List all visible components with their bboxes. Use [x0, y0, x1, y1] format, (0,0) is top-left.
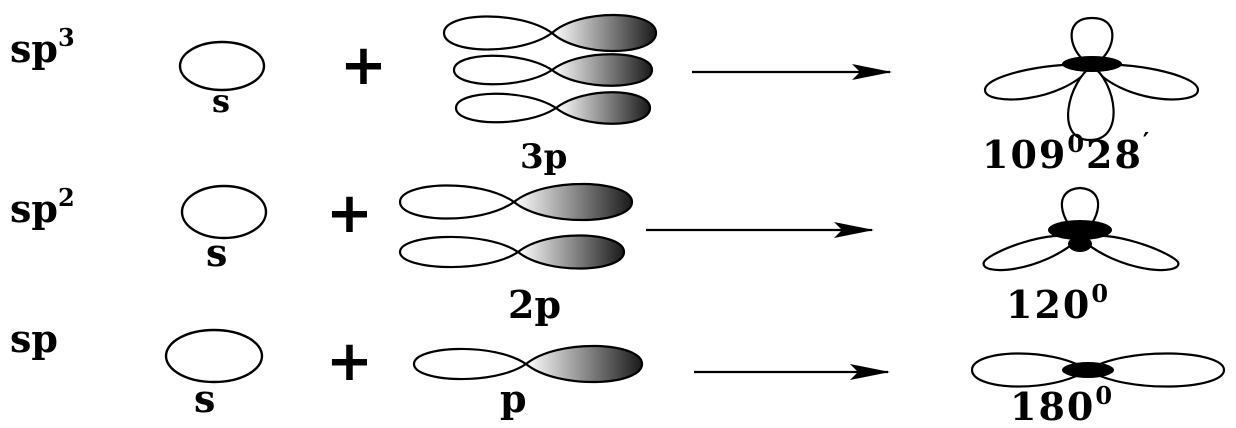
s-orbital [180, 184, 268, 240]
sp3-hybrid-orbitals [983, 16, 1200, 142]
bond-angle-label: 1800 [1010, 381, 1114, 423]
bond-angle-label: 1200 [1006, 279, 1110, 327]
s-orbital-label: s [212, 82, 230, 120]
p-orbital-label: 2p [508, 282, 561, 327]
p-orbital [454, 91, 652, 125]
bond-angle-label: 109028′ [982, 127, 1151, 177]
plus-sign: + [326, 329, 373, 394]
p-orbital-label: 3p [520, 137, 567, 177]
plus-sign: + [340, 33, 387, 98]
p-orbital [412, 344, 644, 384]
p-orbital [442, 13, 658, 53]
row-sp3: sp3 s + 3p 109028′ [10, 13, 1200, 177]
p-orbital-label: p [500, 376, 527, 421]
p-orbital [398, 182, 634, 222]
s-orbital-label: s [206, 230, 227, 275]
plus-sign: + [326, 181, 373, 246]
hybrid-label-sp3: sp3 [10, 23, 75, 71]
s-orbital [164, 328, 264, 384]
row-sp2: sp2 s + 2p 1200 [10, 181, 1180, 327]
hybrid-label-sp: sp [10, 316, 58, 361]
sp-hybrid-orbitals [970, 352, 1226, 388]
hybrid-label-sp2: sp2 [10, 183, 75, 231]
row-sp: sp s + p 1800 [10, 316, 1226, 428]
p-orbital [398, 234, 626, 270]
s-orbital-label: s [194, 376, 215, 421]
p-orbital [452, 53, 654, 87]
sp2-hybrid-orbitals [982, 186, 1180, 272]
s-orbital [178, 40, 266, 92]
